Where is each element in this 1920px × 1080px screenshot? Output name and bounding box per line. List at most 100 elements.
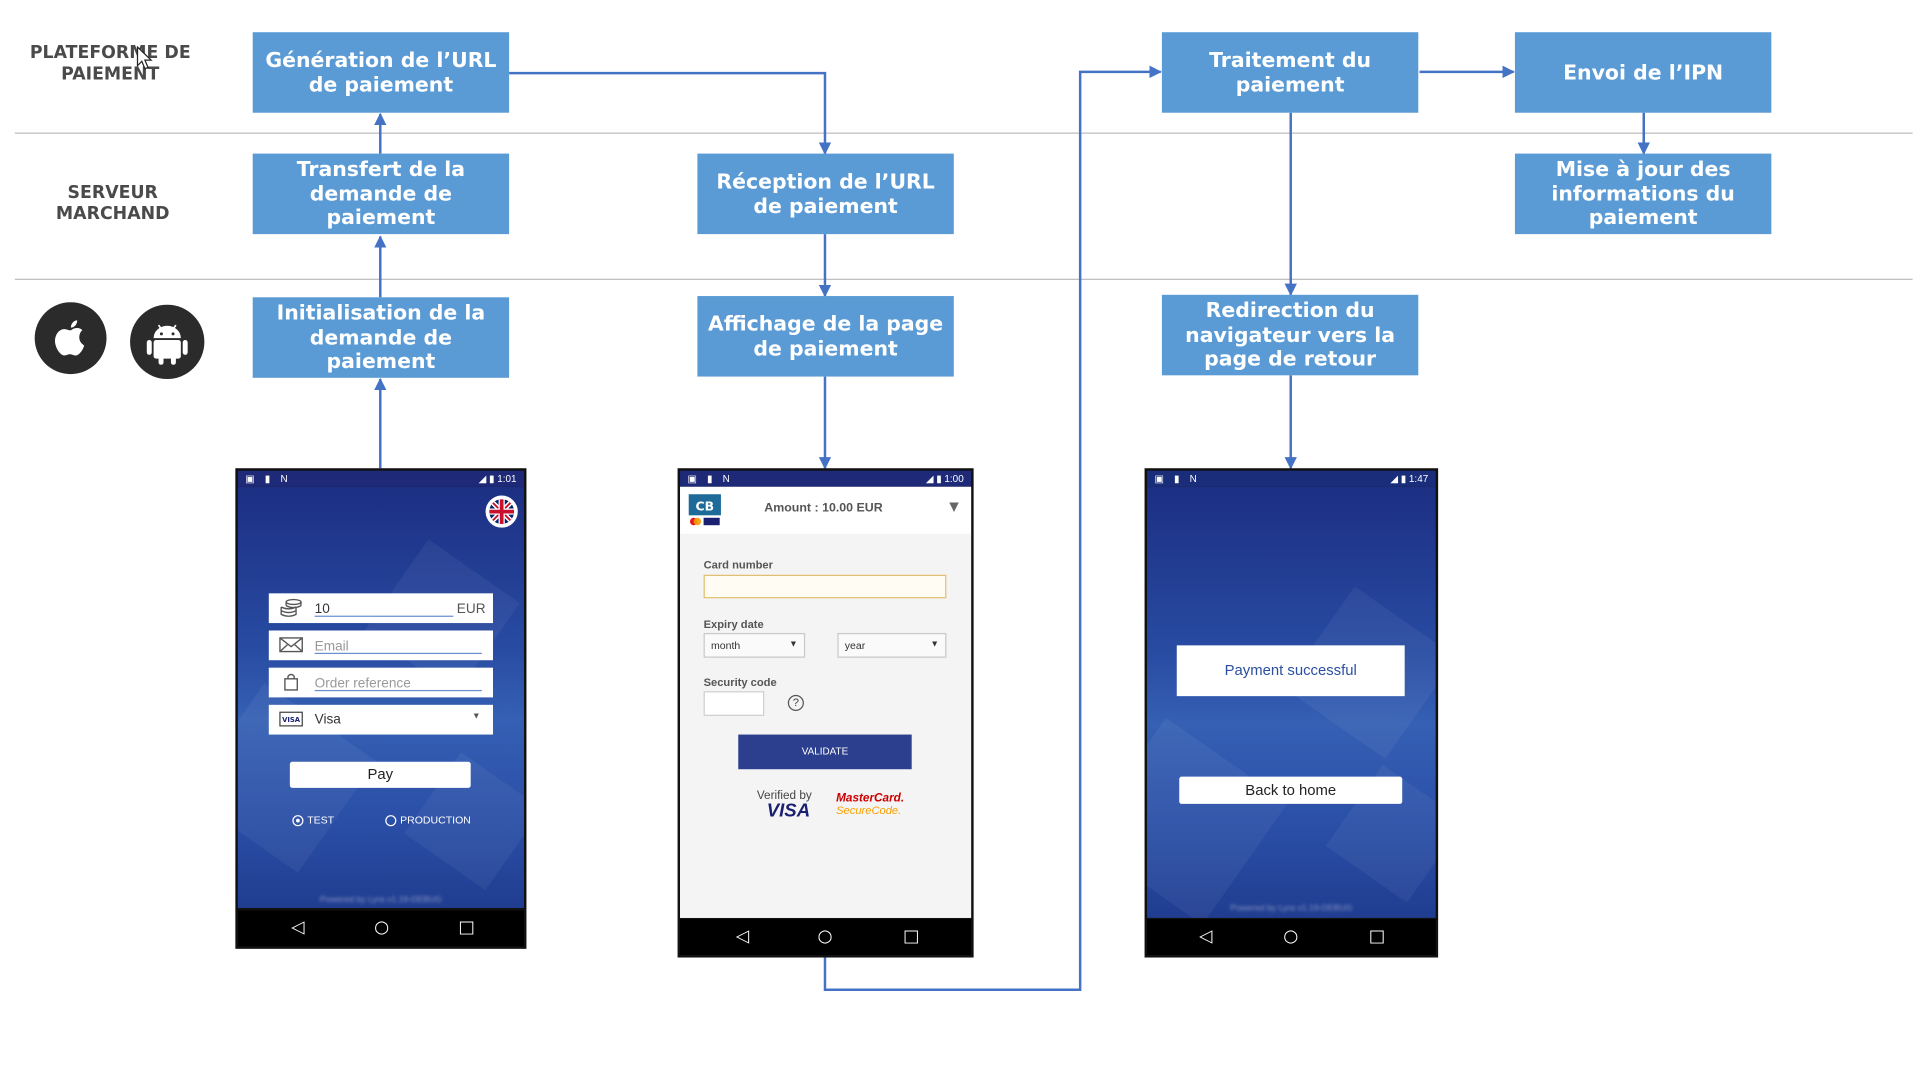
amount-value: 10 xyxy=(314,602,330,617)
field-underline xyxy=(314,652,482,655)
box-ipn-send: Envoi de l’IPN xyxy=(1514,32,1772,113)
recents-icon[interactable]: □ xyxy=(1368,926,1386,947)
notification-icons: ▣ ▮ N xyxy=(245,473,292,485)
order-placeholder: Order reference xyxy=(314,676,411,692)
status-time: 1:00 xyxy=(944,473,964,485)
visa-logo: VISA xyxy=(766,800,811,822)
card-type-select[interactable]: VISA Visa ▼ xyxy=(268,704,494,735)
radio-production-label: PRODUCTION xyxy=(400,813,471,827)
home-icon[interactable]: ○ xyxy=(817,926,833,947)
visa-card-icon: VISA xyxy=(279,711,303,727)
expand-triangle-icon[interactable]: ▼ xyxy=(949,500,959,515)
year-placeholder: year xyxy=(844,639,866,652)
blurred-footer: Powered by Lyra v1.19-DEBUG xyxy=(1230,904,1353,913)
payment-successful-banner: Payment successful xyxy=(1176,645,1405,697)
recents-icon[interactable]: □ xyxy=(458,917,475,938)
payment-header: CB Amount : 10.00 EUR ▼ xyxy=(680,486,972,536)
security-code-input[interactable] xyxy=(703,691,765,716)
select-caret-icon: ▼ xyxy=(930,640,939,650)
android-nav-bar: ◁ ○ □ xyxy=(237,910,524,947)
field-underline xyxy=(314,615,454,617)
verified-by-label: Verified by xyxy=(756,789,812,803)
box-info-update: Mise à jour des informations du paiement xyxy=(1514,153,1772,235)
app-screen: 10 EUR Email Order reference VISA Visa ▼… xyxy=(237,486,524,908)
radio-production[interactable]: PRODUCTION xyxy=(385,814,471,827)
svg-text:CB: CB xyxy=(696,499,715,513)
card-number-input[interactable] xyxy=(703,574,947,599)
back-to-home-button[interactable]: Back to home xyxy=(1179,776,1403,804)
help-icon[interactable]: ? xyxy=(787,694,804,712)
apple-icon xyxy=(34,302,107,375)
dropdown-caret-icon: ▼ xyxy=(472,712,481,721)
amount-field[interactable]: 10 EUR xyxy=(268,593,494,624)
shopping-bag-icon xyxy=(284,673,298,691)
cb-logo-icon: CB xyxy=(687,493,722,528)
app-screen: Payment successful Back to home Powered … xyxy=(1147,486,1436,918)
pay-button[interactable]: Pay xyxy=(289,761,471,788)
notification-icons: ▣ ▮ N xyxy=(687,473,734,485)
phone-return-page: ▣ ▮ N ◢ ▮ 1:47 Payment successful Back t… xyxy=(1144,468,1439,958)
radio-test[interactable]: TEST xyxy=(292,814,334,827)
signal-icon: ◢ ▮ xyxy=(1390,473,1409,485)
select-caret-icon: ▼ xyxy=(789,640,798,650)
svg-text:VISA: VISA xyxy=(282,716,301,724)
home-icon[interactable]: ○ xyxy=(1283,926,1299,947)
background-facet xyxy=(1147,717,1288,918)
card-number-label: Card number xyxy=(703,558,773,572)
android-icon xyxy=(130,304,205,380)
android-nav-bar: ◁ ○ □ xyxy=(1147,919,1436,956)
lane-divider xyxy=(14,278,1913,280)
radio-unselected-icon xyxy=(385,815,397,827)
mastercard-logo: MasterCard. xyxy=(836,791,905,806)
card-type-value: Visa xyxy=(314,712,341,728)
securecode-logo: SecureCode. xyxy=(836,803,902,817)
email-placeholder: Email xyxy=(314,639,349,655)
signal-icon: ◢ ▮ xyxy=(478,473,498,485)
currency-label: EUR xyxy=(456,602,486,617)
notification-icons: ▣ ▮ N xyxy=(1154,473,1201,485)
year-select[interactable]: year ▼ xyxy=(837,632,947,658)
uk-flag-icon[interactable] xyxy=(485,495,518,528)
month-placeholder: month xyxy=(711,639,741,652)
box-url-generation: Génération de l’URL de paiement xyxy=(252,32,510,113)
android-nav-bar: ◁ ○ □ xyxy=(680,919,972,956)
form-panel: Card number Expiry date month ▼ year ▼ Sec… xyxy=(680,533,972,918)
expiry-label: Expiry date xyxy=(703,618,764,631)
home-icon[interactable]: ○ xyxy=(374,917,390,938)
lane-label-platform: PLATEFORME DE PAIEMENT xyxy=(29,43,191,85)
box-request-transfer: Transfert de la demande de paiement xyxy=(252,153,510,235)
box-payment-processing: Traitement du paiement xyxy=(1161,32,1419,113)
box-request-init: Initialisation de la demande de paiement xyxy=(252,297,510,378)
lane-label-merchant: SERVEUR MARCHAND xyxy=(55,183,170,225)
email-field[interactable]: Email xyxy=(268,630,494,661)
order-reference-field[interactable]: Order reference xyxy=(268,667,494,698)
recents-icon[interactable]: □ xyxy=(903,926,920,947)
status-bar: ▣ ▮ N ◢ ▮ 1:00 xyxy=(680,470,972,487)
status-bar: ▣ ▮ N ◢ ▮ 1:47 xyxy=(1147,470,1436,487)
coins-icon xyxy=(280,598,302,617)
back-icon[interactable]: ◁ xyxy=(291,917,305,938)
validate-button[interactable]: VALIDATE xyxy=(738,734,912,770)
status-bar: ▣ ▮ N ◢ ▮ 1:01 xyxy=(237,470,524,487)
back-icon[interactable]: ◁ xyxy=(1199,926,1213,947)
box-url-reception: Réception de l’URL de paiement xyxy=(697,153,954,235)
envelope-icon xyxy=(279,637,303,653)
phone-payment-form: ▣ ▮ N ◢ ▮ 1:01 xyxy=(235,468,527,949)
radio-selected-icon xyxy=(292,815,304,827)
payment-page-screen: CB Amount : 10.00 EUR ▼ Card number Expi… xyxy=(680,486,972,918)
blurred-footer: Powered by Lyra v1.19-DEBUG xyxy=(319,895,442,905)
radio-test-label: TEST xyxy=(307,813,335,827)
field-underline xyxy=(314,689,482,692)
signal-icon: ◢ ▮ xyxy=(925,473,945,485)
status-time: 1:01 xyxy=(497,473,517,485)
back-icon[interactable]: ◁ xyxy=(735,926,750,947)
box-page-display: Affichage de la page de paiement xyxy=(697,296,954,377)
phone-payment-page: ▣ ▮ N ◢ ▮ 1:00 CB Amount : 10.00 EUR ▼ xyxy=(677,468,974,958)
lane-divider xyxy=(14,132,1913,134)
amount-label: Amount : 10.00 EUR xyxy=(764,501,883,516)
month-select[interactable]: month ▼ xyxy=(703,632,806,658)
box-browser-redirect: Redirection du navigateur vers la page d… xyxy=(1161,294,1419,376)
status-time: 1:47 xyxy=(1408,473,1429,485)
